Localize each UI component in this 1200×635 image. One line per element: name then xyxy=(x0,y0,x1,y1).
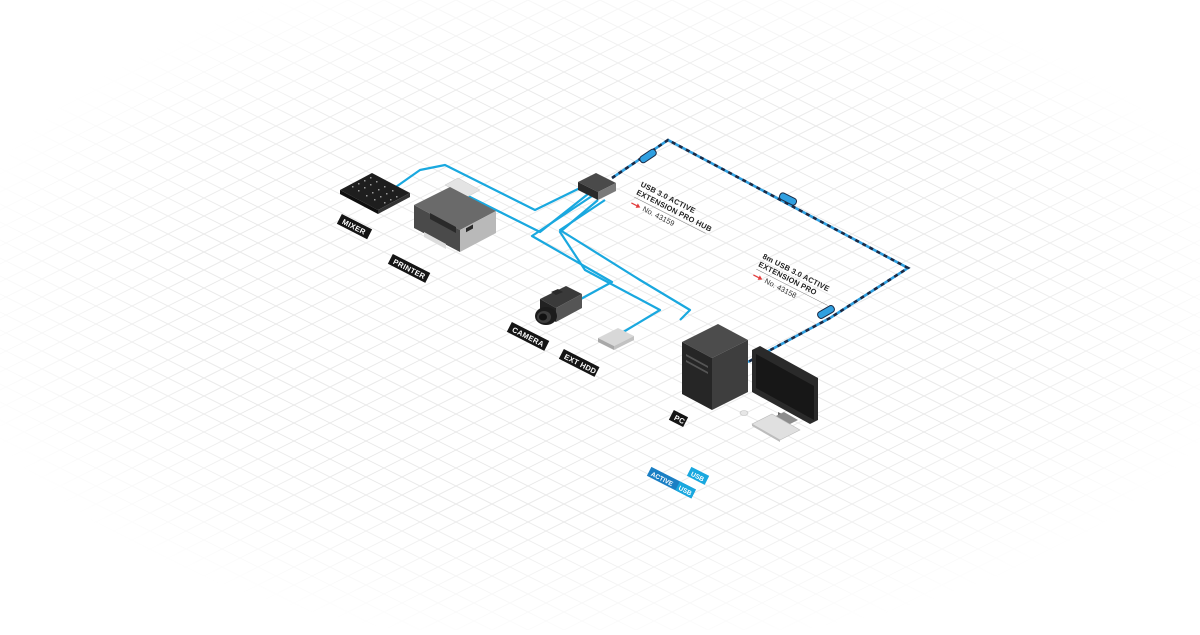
red-arrow-icon xyxy=(753,274,763,280)
red-arrow-icon xyxy=(631,202,641,208)
usb-cables xyxy=(382,163,692,335)
ext-cable-dash xyxy=(611,138,911,364)
cable-printer-hub xyxy=(459,191,589,234)
cable-repeater xyxy=(817,305,835,319)
pc-label: PC xyxy=(668,409,689,428)
cable-camera-hub xyxy=(530,195,614,307)
camera-device xyxy=(535,286,582,325)
cable-repeater xyxy=(639,148,657,164)
printer-device xyxy=(414,177,496,252)
mixer-device xyxy=(340,173,410,214)
legend: ACTIVE USB USB xyxy=(646,466,710,499)
keyboard-device xyxy=(751,413,801,442)
cable-repeater xyxy=(778,192,798,206)
pc-tower-device xyxy=(682,324,748,410)
cable-pc-hub xyxy=(558,199,692,321)
ext-hdd-device xyxy=(598,328,634,350)
mouse-device xyxy=(739,410,749,416)
cable-mixer-hub xyxy=(382,163,581,212)
usb-hub-device xyxy=(578,173,616,200)
monitor-device xyxy=(752,346,818,426)
